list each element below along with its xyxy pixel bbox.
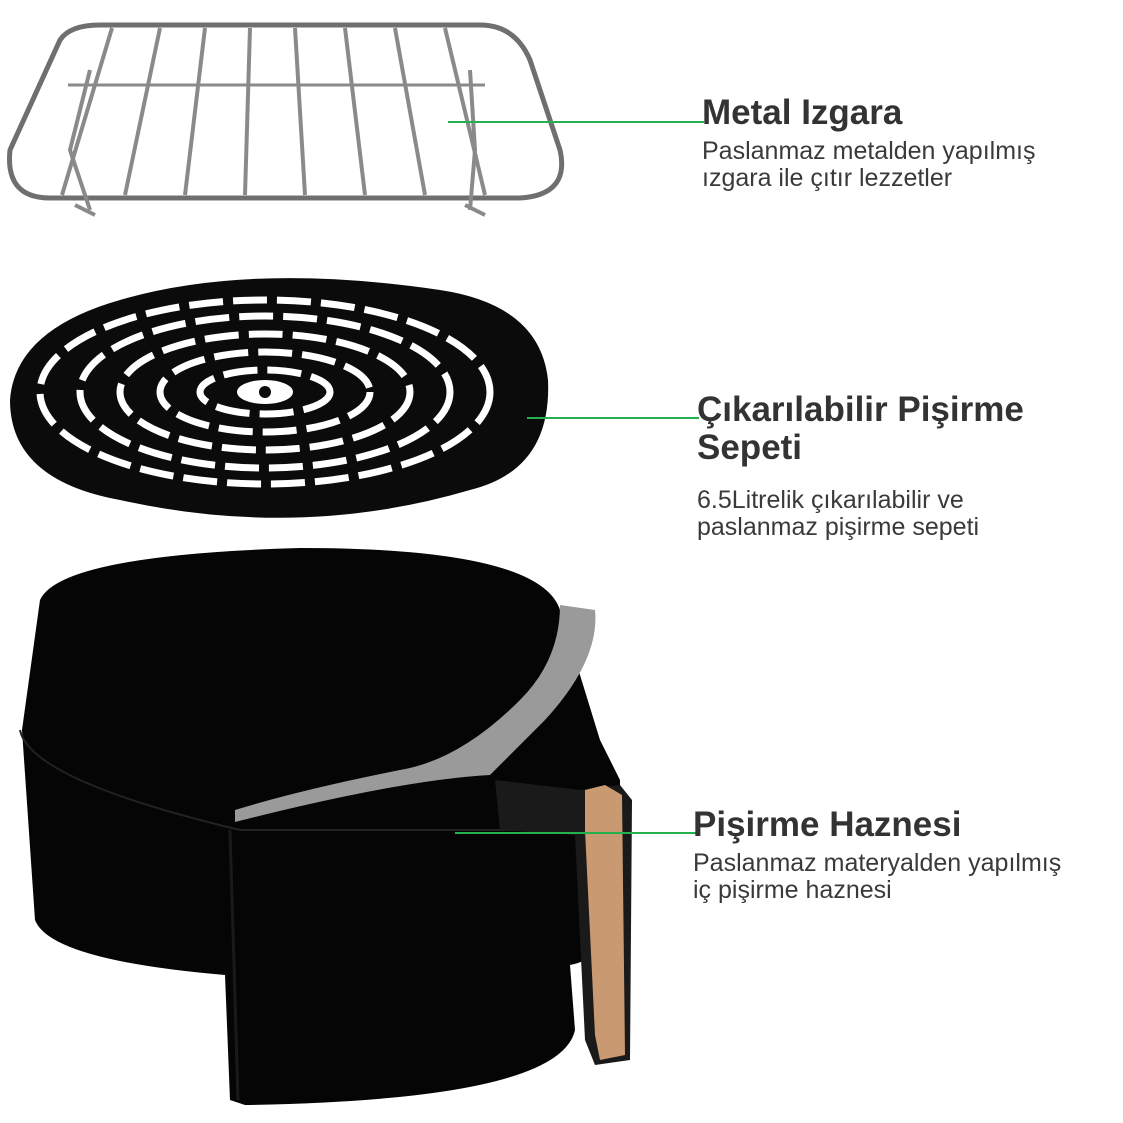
title-line: Çıkarılabilir Pişirme — [697, 390, 1024, 429]
desc-line: Paslanmaz materyalden yapılmış — [693, 849, 1062, 877]
feature-title: Metal Izgara — [702, 93, 903, 132]
cooking-chamber-image — [19, 548, 632, 1105]
callout-line-metal-grill — [448, 121, 704, 123]
desc-line: iç pişirme haznesi — [693, 876, 892, 904]
title-line: Sepeti — [697, 428, 803, 467]
feature-cooking-chamber: Pişirme Haznesi Paslanmaz materyalden ya… — [693, 806, 1061, 904]
feature-desc: Paslanmaz materyalden yapılmış iç pişirm… — [693, 850, 1061, 904]
feature-metal-grill: Metal Izgara Paslanmaz metalden yapılmış… — [702, 94, 1035, 192]
feature-title: Çıkarılabilir Pişirme Sepeti — [697, 391, 1024, 467]
cooking-basket-plate-image — [10, 278, 549, 518]
feature-desc: Paslanmaz metalden yapılmış ızgara ile ç… — [702, 138, 1035, 192]
feature-basket: Çıkarılabilir Pişirme Sepeti 6.5Litrelik… — [697, 391, 1024, 541]
desc-line: 6.5Litrelik çıkarılabilir ve — [697, 486, 964, 514]
feature-title: Pişirme Haznesi — [693, 805, 962, 844]
feature-desc: 6.5Litrelik çıkarılabilir ve paslanmaz p… — [697, 487, 1024, 541]
desc-line: paslanmaz pişirme sepeti — [697, 513, 980, 541]
metal-grill-image — [7, 22, 565, 217]
callout-line-basket — [527, 417, 699, 419]
desc-line: Paslanmaz metalden yapılmış — [702, 137, 1036, 165]
callout-line-chamber — [455, 832, 698, 834]
desc-line: ızgara ile çıtır lezzetler — [702, 164, 953, 192]
